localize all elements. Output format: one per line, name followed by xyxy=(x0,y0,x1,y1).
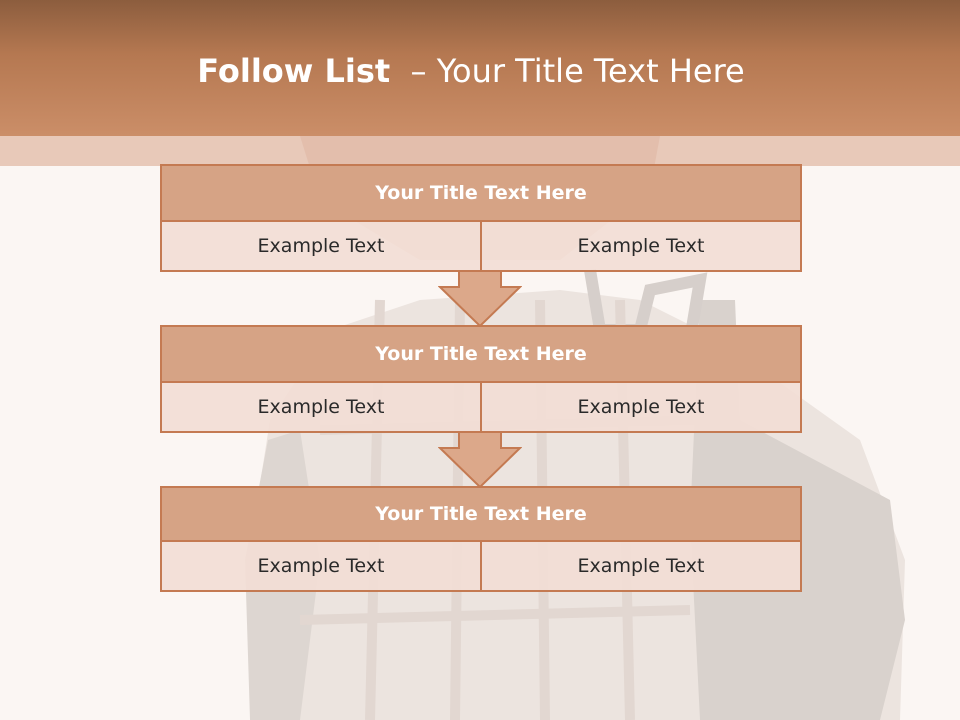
down-arrow-icon xyxy=(438,270,522,328)
list-block-3: Your Title Text Here Example Text Exampl… xyxy=(160,486,802,592)
block-cell-left: Example Text xyxy=(160,383,482,433)
block-row: Example Text Example Text xyxy=(160,222,802,272)
title-banner-strip xyxy=(0,136,960,166)
block-title: Your Title Text Here xyxy=(160,486,802,542)
slide-title-rest: – Your Title Text Here xyxy=(390,52,745,90)
down-arrow-icon xyxy=(438,431,522,489)
block-cell-left: Example Text xyxy=(160,222,482,272)
block-row: Example Text Example Text xyxy=(160,383,802,433)
block-title: Your Title Text Here xyxy=(160,325,802,383)
block-cell-right: Example Text xyxy=(482,383,802,433)
block-cell-right: Example Text xyxy=(482,542,802,592)
list-block-2: Your Title Text Here Example Text Exampl… xyxy=(160,325,802,433)
block-cell-left: Example Text xyxy=(160,542,482,592)
block-title: Your Title Text Here xyxy=(160,164,802,222)
block-row: Example Text Example Text xyxy=(160,542,802,592)
block-cell-right: Example Text xyxy=(482,222,802,272)
title-banner xyxy=(0,0,960,136)
slide-title-bold: Follow List xyxy=(197,52,391,90)
slide-title: Follow List – Your Title Text Here xyxy=(0,52,942,90)
list-block-1: Your Title Text Here Example Text Exampl… xyxy=(160,164,802,272)
